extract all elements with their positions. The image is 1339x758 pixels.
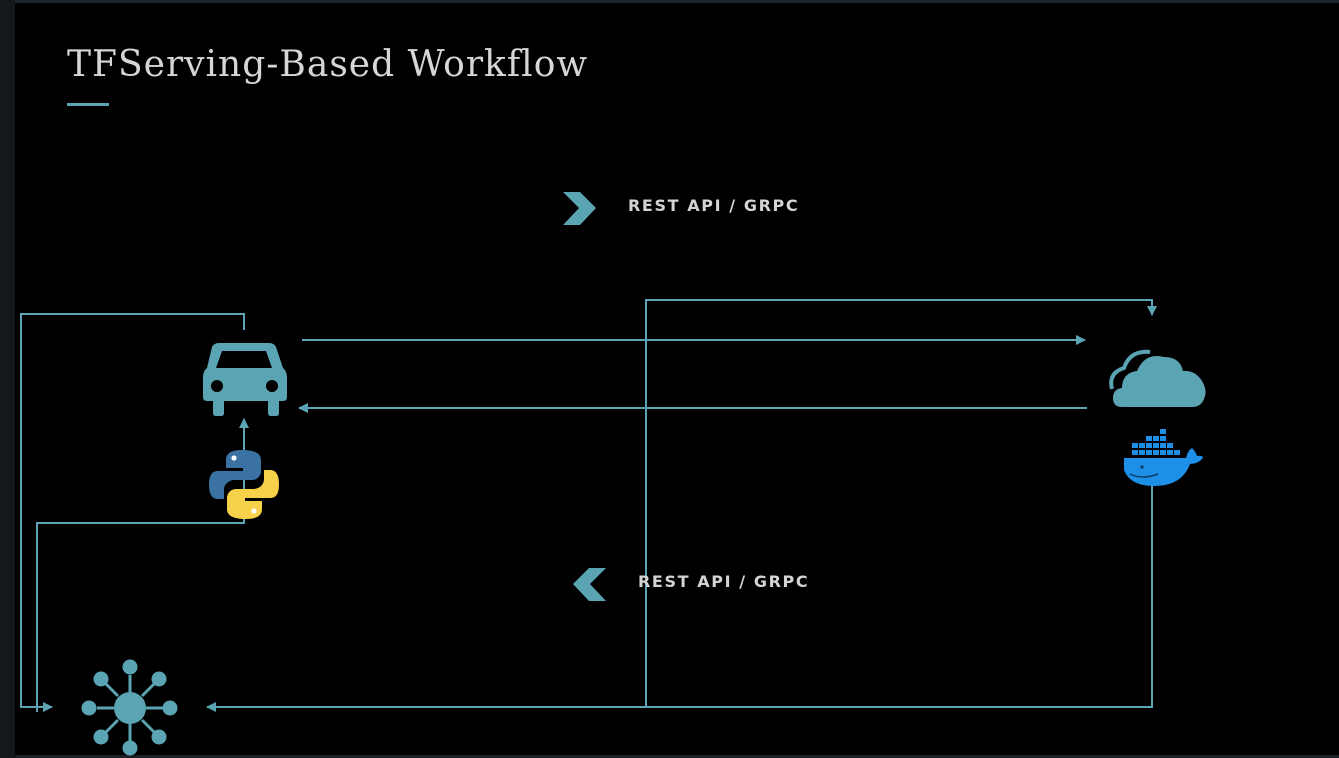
car-icon <box>203 343 287 416</box>
title-underline <box>67 103 109 106</box>
chevron-right-icon <box>563 192 596 225</box>
cloud-icon <box>1109 349 1206 407</box>
request-api-label: REST API / GRPC <box>628 196 800 215</box>
chevron-left-icon <box>573 568 606 601</box>
docker-to-hub-arrow <box>206 485 1153 712</box>
car-to-hub-loop-arrow <box>20 313 245 712</box>
network-hub-icon <box>81 659 178 756</box>
left-border <box>0 0 15 758</box>
slide-title: TFServing-Based Workflow <box>67 44 589 85</box>
bottom-border <box>15 755 1339 758</box>
python-to-hub-arrow <box>36 452 245 712</box>
response-api-label: REST API / GRPC <box>638 572 810 591</box>
docker-whale-icon <box>1124 429 1203 486</box>
top-border <box>15 0 1339 3</box>
python-logo-icon <box>209 450 279 519</box>
hub-to-docker-arrow <box>645 299 1157 707</box>
